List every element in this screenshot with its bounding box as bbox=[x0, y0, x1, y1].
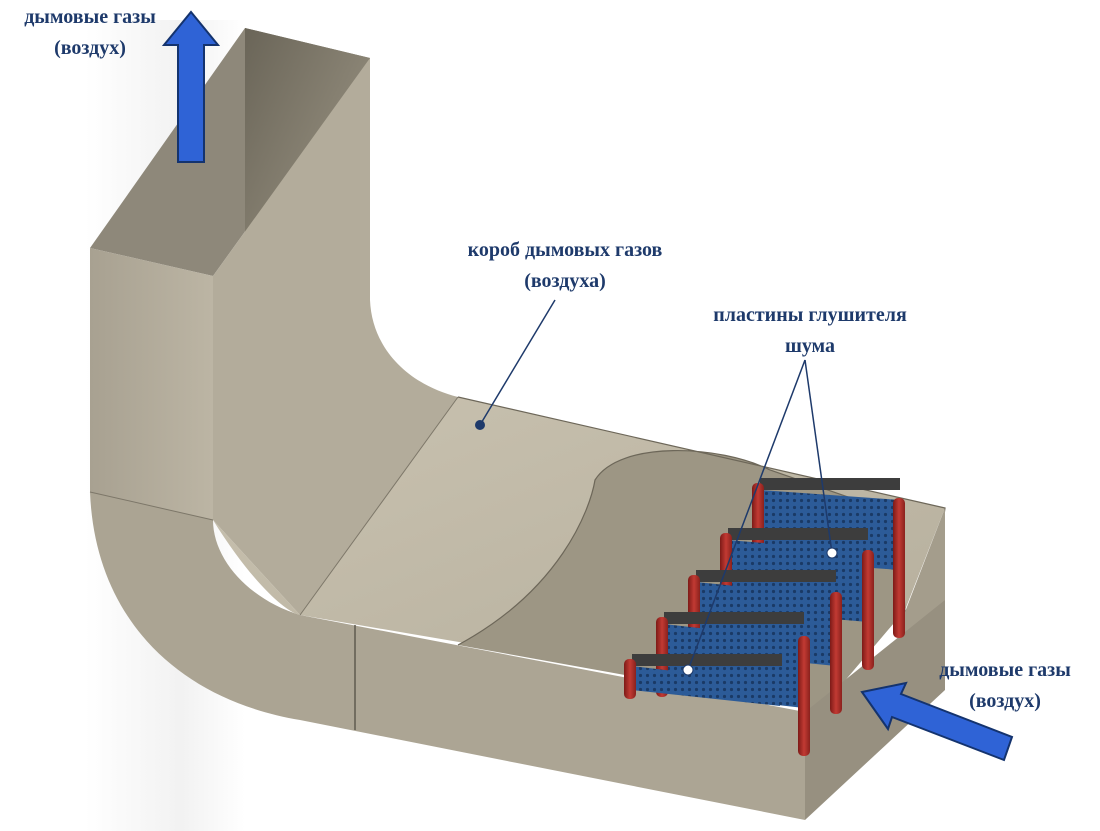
inlet-arrow-icon bbox=[860, 681, 1014, 762]
outlet-label: дымовые газы (воздух) bbox=[0, 2, 180, 64]
plates-leader-line-1 bbox=[687, 359, 806, 671]
plates-label-line1: пластины глушителя bbox=[713, 304, 907, 326]
elbow-front-face bbox=[90, 492, 300, 720]
duct-label-line1: короб дымовых газов bbox=[467, 239, 663, 261]
duct-leader-dot bbox=[475, 420, 485, 430]
plates-leader-line-2 bbox=[804, 359, 833, 554]
plates-label: пластины глушителя шума bbox=[690, 300, 930, 362]
inlet-label-line2: (воздух) bbox=[969, 690, 1041, 712]
duct-front-wall bbox=[300, 615, 805, 820]
silencer-plate-5 bbox=[624, 654, 782, 706]
duct-label-line2: (воздуха) bbox=[524, 270, 606, 292]
elbow-seam bbox=[89, 491, 214, 521]
duct-leader-line bbox=[479, 299, 556, 426]
plates-leader-dot-1 bbox=[682, 664, 694, 676]
plates-label-line2: шума bbox=[784, 335, 836, 357]
duct-label: короб дымовых газов (воздуха) bbox=[425, 235, 705, 297]
duct-cut-edge bbox=[457, 396, 946, 646]
outlet-label-line1: дымовые газы bbox=[24, 6, 156, 28]
inlet-label: дымовые газы (воздух) bbox=[910, 655, 1100, 717]
stack-front-face bbox=[90, 248, 213, 520]
outlet-arrow-icon bbox=[161, 10, 221, 163]
floor-seam bbox=[299, 396, 459, 616]
outlet-label-line2: (воздух) bbox=[54, 37, 126, 59]
stack-side-face bbox=[213, 58, 458, 615]
plates-leader-dot-2 bbox=[826, 547, 838, 559]
inlet-label-line1: дымовые газы bbox=[939, 659, 1071, 681]
